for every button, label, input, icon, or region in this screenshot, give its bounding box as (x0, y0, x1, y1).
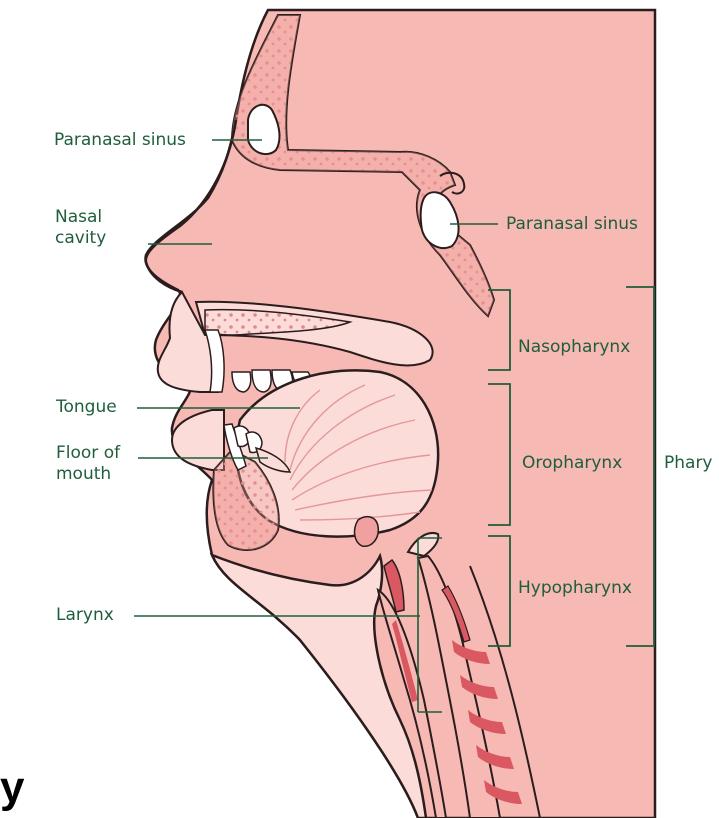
label-floor-of-mouth: Floor of mouth (56, 443, 120, 485)
hyoid (355, 517, 379, 547)
label-paranasal-sinus-right: Paranasal sinus (506, 214, 638, 235)
label-nasopharynx: Nasopharynx (518, 337, 630, 358)
label-nasal-cavity: Nasal cavity (55, 207, 106, 249)
label-pharynx: Phary (664, 453, 713, 474)
label-tongue: Tongue (56, 397, 117, 418)
label-oropharynx: Oropharynx (522, 453, 622, 474)
caption-fragment: y (0, 766, 24, 810)
label-paranasal-sinus-left: Paranasal sinus (54, 130, 186, 151)
label-hypopharynx: Hypopharynx (518, 578, 632, 599)
label-larynx: Larynx (56, 605, 114, 626)
